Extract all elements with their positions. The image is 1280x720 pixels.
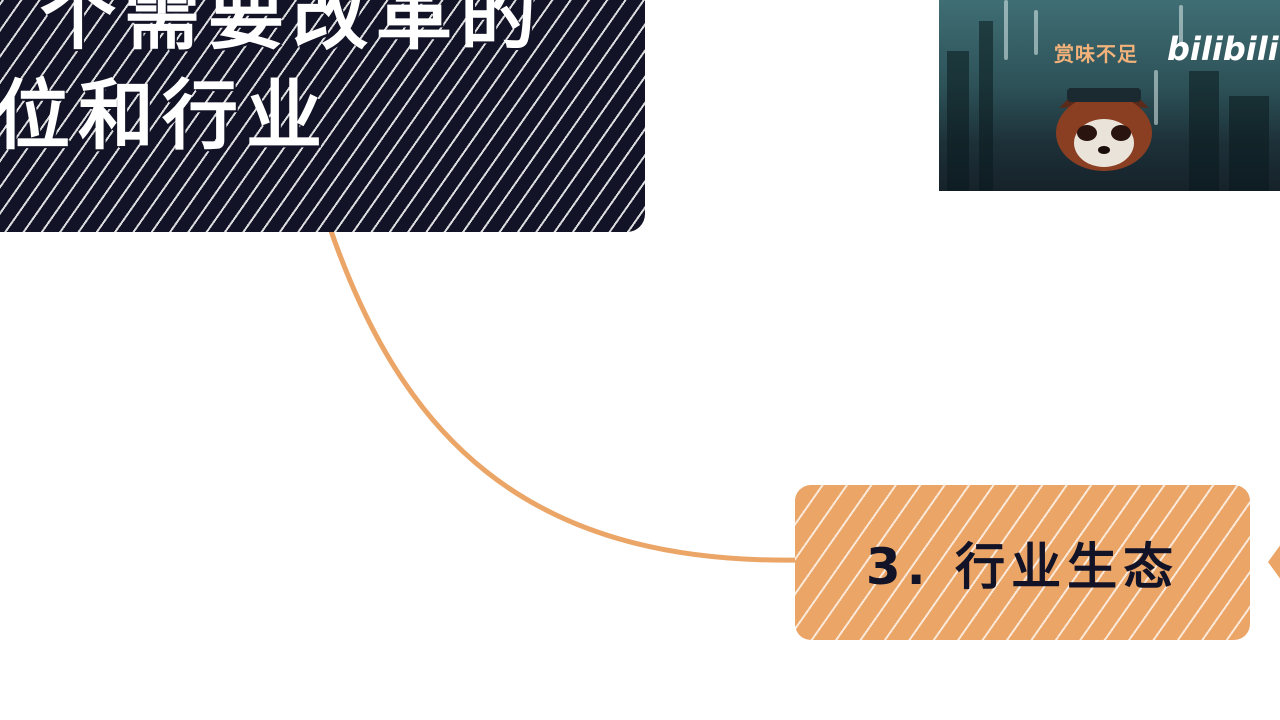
subtopic-label: 3. 行业生态	[865, 537, 1180, 596]
main-topic-line2: 位和行业	[0, 71, 330, 160]
channel-name: 赏味不足	[1054, 42, 1138, 66]
main-topic-line1: 个需要改革的	[40, 0, 544, 60]
bilibili-logo: bilibili	[1167, 30, 1279, 68]
subtopic-node-industry-ecosystem[interactable]: 3. 行业生态	[795, 485, 1250, 640]
offscreen-connector-arrow	[1268, 540, 1280, 584]
red-panda-icon	[1056, 88, 1152, 171]
main-topic-node[interactable]: 个需要改革的 位和行业	[0, 0, 645, 232]
video-overlay-thumbnail: 赏味不足 bilibili	[939, 0, 1280, 191]
